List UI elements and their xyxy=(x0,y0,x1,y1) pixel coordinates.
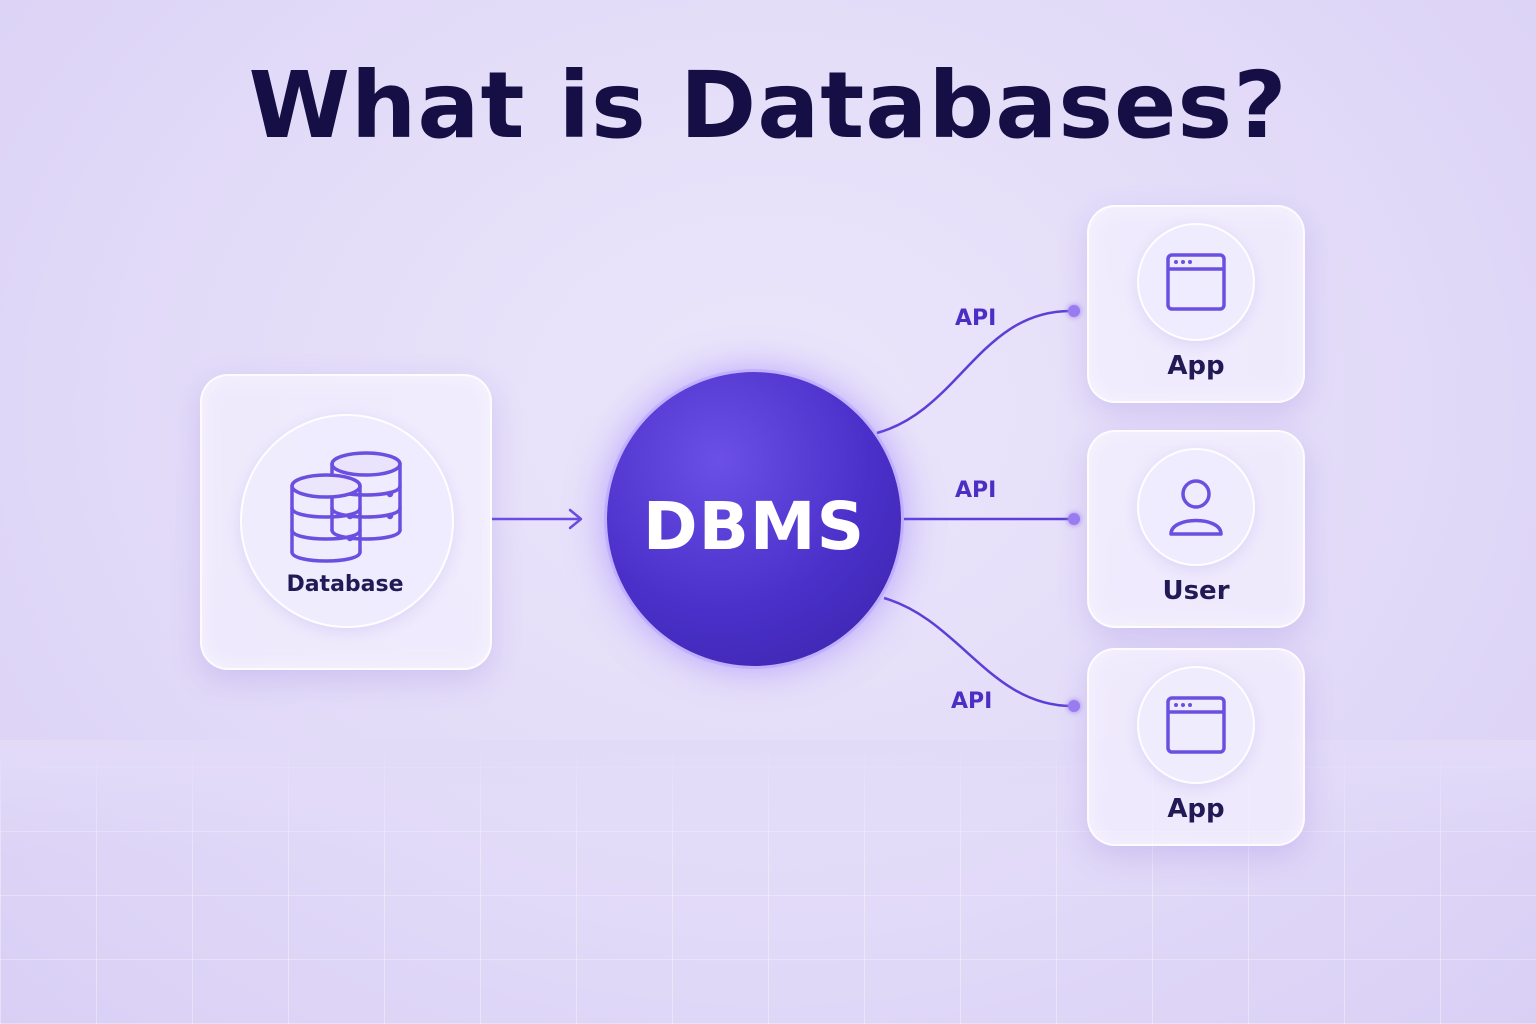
api-connector-app-bottom xyxy=(883,596,1073,708)
app-label: App xyxy=(1167,351,1225,381)
database-stack-icon xyxy=(290,451,402,563)
app-card: App xyxy=(1087,205,1305,403)
app-icon-circle xyxy=(1137,223,1255,341)
app-icon-circle xyxy=(1137,666,1255,784)
api-label: API xyxy=(955,306,997,331)
app-window-icon xyxy=(1166,696,1226,754)
api-connector-app-top xyxy=(876,309,1073,435)
app-label: App xyxy=(1167,794,1225,824)
page-title: What is Databases? xyxy=(248,52,1288,159)
database-icon-circle xyxy=(240,414,454,628)
connector-dot xyxy=(1068,513,1080,525)
database-to-dbms-arrow xyxy=(492,508,583,530)
app-window-icon xyxy=(1166,253,1226,311)
dbms-node: DBMS xyxy=(607,372,901,666)
api-label: API xyxy=(955,478,997,503)
database-card: Database xyxy=(200,374,492,670)
api-label: API xyxy=(951,689,993,714)
database-label: Database xyxy=(286,572,404,597)
dbms-label: DBMS xyxy=(642,488,866,565)
user-card: User xyxy=(1087,430,1305,628)
user-icon-circle xyxy=(1137,448,1255,566)
user-icon xyxy=(1169,479,1223,536)
connector-dot xyxy=(1068,305,1080,317)
app-card: App xyxy=(1087,648,1305,846)
user-label: User xyxy=(1162,576,1230,606)
connector-dot xyxy=(1068,700,1080,712)
